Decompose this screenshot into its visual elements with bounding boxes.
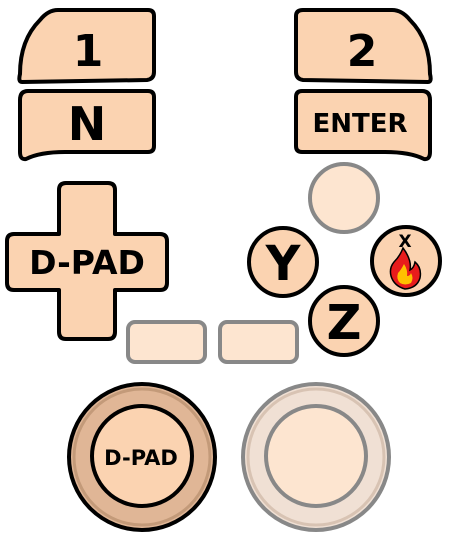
left-joystick-label: D-PAD — [104, 446, 178, 470]
button-n[interactable]: N — [18, 89, 156, 162]
left-joystick[interactable]: D-PAD — [67, 382, 217, 532]
button-x-label: X — [398, 232, 411, 252]
button-1-label: 1 — [73, 26, 104, 77]
button-n-label: N — [68, 97, 107, 151]
right-joystick[interactable] — [241, 382, 391, 532]
button-z[interactable]: Z — [308, 285, 380, 357]
dpad-label: D-PAD — [29, 243, 145, 282]
button-y-label: Y — [265, 236, 302, 292]
button-enter[interactable]: ENTER — [294, 89, 432, 162]
left-joystick-knob[interactable]: D-PAD — [90, 404, 194, 508]
button-right-dim-pill[interactable] — [218, 320, 299, 364]
button-x[interactable]: X — [370, 225, 442, 297]
dpad[interactable]: D-PAD — [5, 181, 169, 341]
button-z-label: Z — [327, 295, 362, 351]
button-2-label: 2 — [347, 26, 378, 77]
button-enter-label: ENTER — [312, 109, 407, 139]
button-top-dim[interactable] — [308, 162, 380, 234]
button-1[interactable]: 1 — [17, 8, 156, 84]
button-left-dim-pill[interactable] — [126, 320, 207, 364]
right-joystick-knob[interactable] — [264, 404, 368, 508]
fire-icon — [389, 246, 422, 290]
button-2[interactable]: 2 — [294, 8, 433, 84]
button-y[interactable]: Y — [247, 226, 319, 298]
